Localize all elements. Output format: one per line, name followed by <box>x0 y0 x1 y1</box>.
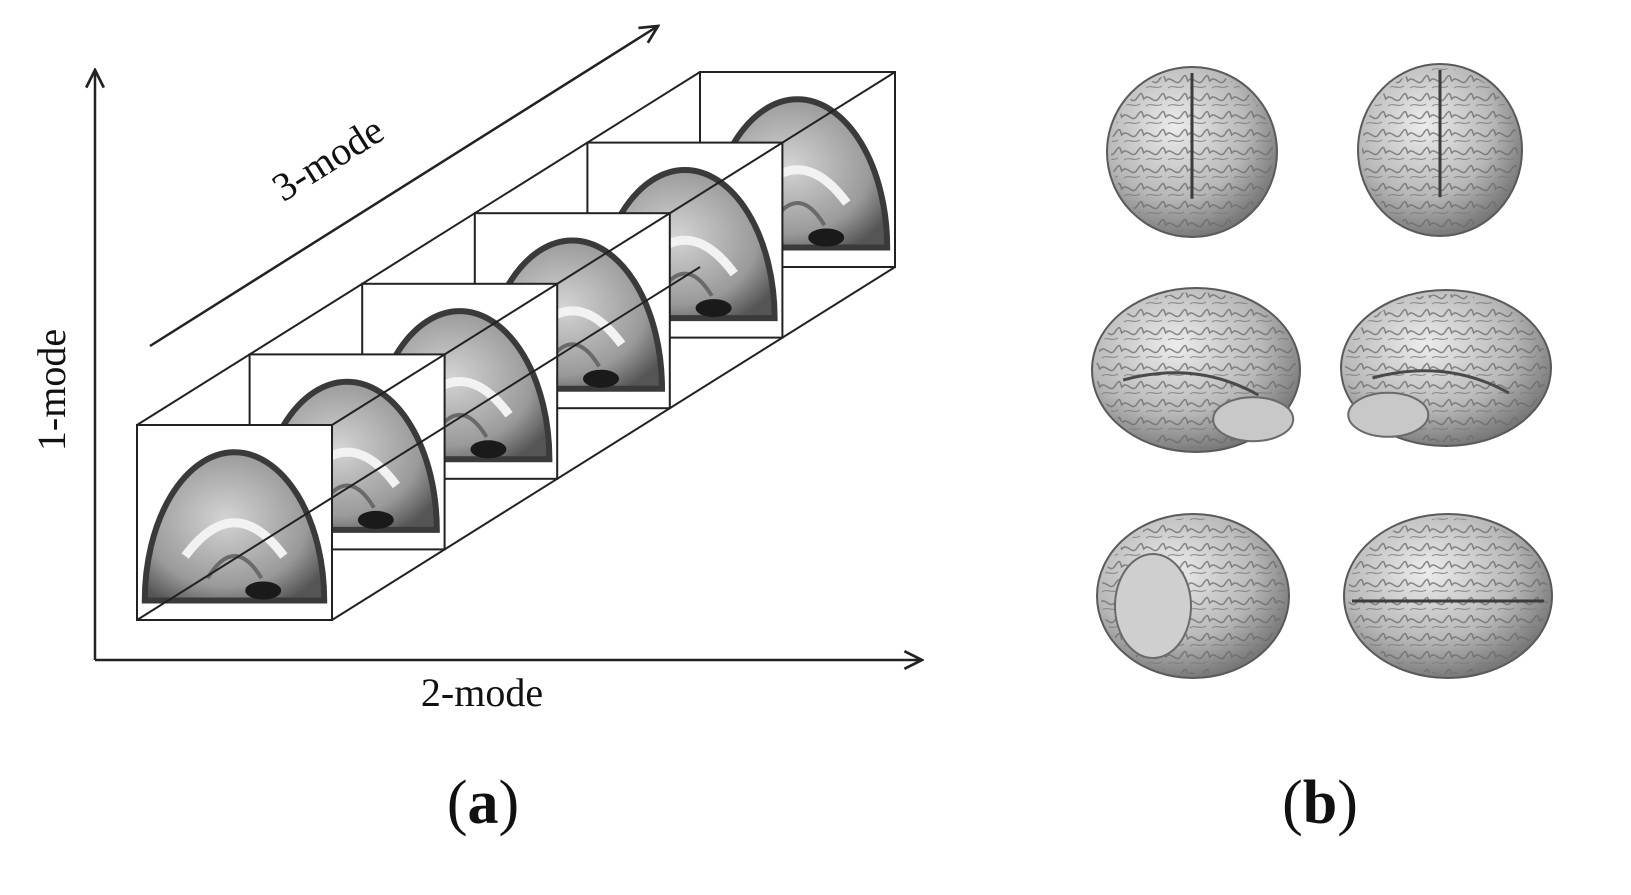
panel-label-b: (b) <box>1282 769 1358 837</box>
brainstem-shadow <box>245 581 282 600</box>
box-edge-2 <box>331 71 896 426</box>
slice-1 <box>136 424 333 621</box>
box-edge-4 <box>331 266 896 621</box>
lateral-sulcus <box>1122 371 1260 397</box>
brainstem-shadow <box>357 510 394 529</box>
ventricle <box>205 554 264 580</box>
brainstem-shadow <box>583 369 620 388</box>
cerebellum <box>1347 391 1430 438</box>
panel-label-a: (a) <box>447 769 519 837</box>
tensor-box-edges <box>136 71 896 621</box>
axis-label-2-mode: 2-mode <box>421 670 543 715</box>
cerebellum <box>1114 553 1192 659</box>
box-edge-3 <box>136 266 701 621</box>
brain-view-bottom <box>1096 513 1290 679</box>
slice-5 <box>586 141 784 339</box>
panel-a-tensor-diagram: 1-mode 2-mode 3-mode (a) <box>29 26 922 837</box>
axis-label-1-mode: 1-mode <box>29 329 74 451</box>
brain-view-front <box>1106 66 1278 238</box>
slice-stack <box>136 71 896 621</box>
brain-view-left <box>1091 287 1301 453</box>
brainstem-shadow <box>808 228 845 247</box>
brain-gyri-texture <box>1348 518 1548 674</box>
brain-view-back <box>1357 63 1523 237</box>
panel-b-brain-views: (b) <box>1091 63 1553 837</box>
brainstem-shadow <box>695 299 732 318</box>
box-edge-1 <box>136 71 701 426</box>
lateral-sulcus <box>1372 369 1510 395</box>
cerebellum <box>1212 396 1295 443</box>
brain-view-grid <box>1091 63 1553 679</box>
corpus-callosum <box>181 518 288 559</box>
brainstem-shadow <box>470 440 507 459</box>
axis-3-mode-arrow <box>149 26 658 348</box>
slice-3 <box>361 282 559 480</box>
brain-view-right <box>1340 289 1552 447</box>
brain-view-top <box>1343 513 1553 679</box>
axis-label-3-mode: 3-mode <box>264 107 391 210</box>
